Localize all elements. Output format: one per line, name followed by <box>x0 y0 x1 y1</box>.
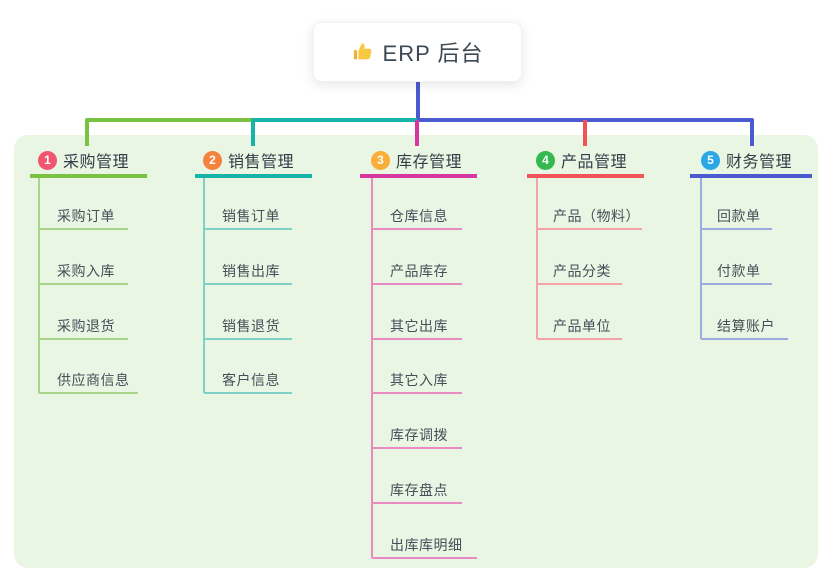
child-node[interactable]: 采购入库 <box>57 263 115 279</box>
badge-2: 2 <box>203 150 222 170</box>
branches-background-panel <box>14 135 818 568</box>
thumbs-up-icon <box>353 43 371 60</box>
child-node[interactable]: 产品库存 <box>390 263 448 279</box>
child-node[interactable]: 销售出库 <box>222 263 280 279</box>
child-node[interactable]: 库存盘点 <box>390 482 448 498</box>
child-node[interactable]: 产品单位 <box>553 318 611 334</box>
child-node[interactable]: 付款单 <box>717 263 761 279</box>
child-node[interactable]: 其它出库 <box>390 318 448 334</box>
branch-sales[interactable]: 2 销售管理 <box>203 149 294 171</box>
branch-label: 采购管理 <box>63 154 130 171</box>
branch-label: 库存管理 <box>396 154 463 171</box>
child-node[interactable]: 客户信息 <box>222 372 280 388</box>
badge-1: 1 <box>38 150 57 170</box>
child-node[interactable]: 结算账户 <box>717 318 775 334</box>
branch-label: 产品管理 <box>561 154 628 171</box>
branch-inventory[interactable]: 3 库存管理 <box>371 149 462 171</box>
child-node[interactable]: 回款单 <box>717 208 761 224</box>
branch-label: 销售管理 <box>228 154 295 171</box>
child-node[interactable]: 供应商信息 <box>57 372 130 388</box>
child-node[interactable]: 产品（物料） <box>553 208 640 224</box>
child-node[interactable]: 其它入库 <box>390 372 448 388</box>
child-node[interactable]: 产品分类 <box>553 263 611 279</box>
badge-3: 3 <box>371 150 390 170</box>
child-node[interactable]: 采购退货 <box>57 318 115 334</box>
root-title: ERP 后台 <box>382 41 484 66</box>
branch-finance[interactable]: 5 财务管理 <box>701 149 792 171</box>
badge-5: 5 <box>701 150 720 170</box>
child-node[interactable]: 出库库明细 <box>390 537 463 553</box>
root-node[interactable]: ERP 后台 <box>313 22 522 82</box>
branch-label: 财务管理 <box>726 154 793 171</box>
child-node[interactable]: 仓库信息 <box>390 208 448 224</box>
badge-4: 4 <box>536 150 555 170</box>
branch-procurement[interactable]: 1 采购管理 <box>38 149 129 171</box>
child-node[interactable]: 采购订单 <box>57 208 115 224</box>
branch-product[interactable]: 4 产品管理 <box>536 149 627 171</box>
child-node[interactable]: 库存调拨 <box>390 427 448 443</box>
child-node[interactable]: 销售退货 <box>222 318 280 334</box>
child-node[interactable]: 销售订单 <box>222 208 280 224</box>
